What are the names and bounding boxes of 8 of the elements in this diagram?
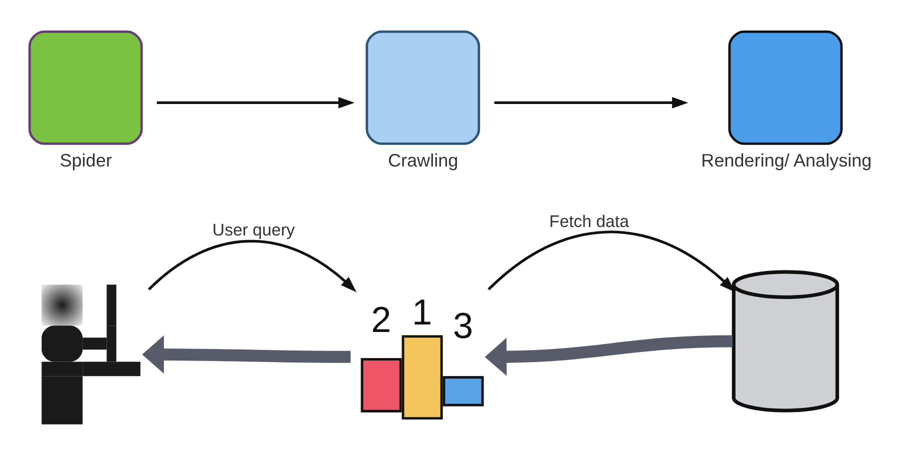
node-label: 1 — [412, 291, 432, 332]
node-label: Crawling — [388, 150, 458, 171]
node-label: Spider — [60, 150, 112, 171]
node-label: Rendering/ Analysing — [701, 150, 872, 171]
node-label: 3 — [453, 305, 474, 346]
edge-label: User query — [212, 220, 295, 240]
edge-label: Fetch data — [549, 212, 629, 232]
node-label: 2 — [371, 299, 392, 340]
